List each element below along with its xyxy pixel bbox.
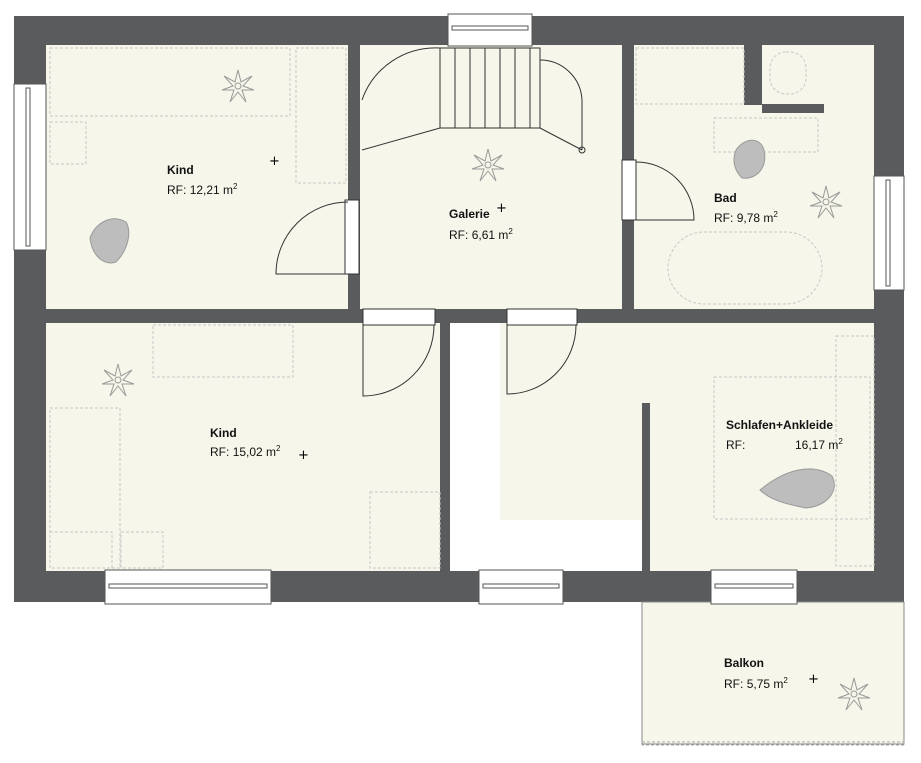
area-value: 15,02 m: [233, 445, 276, 459]
area-value: 16,17 m: [795, 438, 838, 452]
room-label-balkon: Balkon RF: 5,75 m2 +: [724, 656, 819, 691]
bad-partition-2: [762, 104, 824, 113]
balcony-floor: [641, 601, 905, 745]
room-area: RF: 12,21 m2: [167, 182, 238, 197]
room-area: 16,17 m2: [795, 437, 843, 452]
area-unit-sup: 2: [508, 227, 513, 236]
area-prefix: RF:: [167, 183, 186, 197]
area-prefix: RF:: [210, 445, 229, 459]
room-name: Galerie: [449, 207, 490, 221]
area-prefix: RF:: [724, 677, 743, 691]
area-unit-sup: 2: [838, 437, 843, 446]
doors: [275, 159, 695, 397]
room-area: RF:: [726, 438, 745, 452]
room-label-bad: Bad RF: 9,78 m2: [714, 191, 778, 225]
room-area: RF: 5,75 m2: [724, 676, 788, 691]
area-value: 12,21 m: [190, 183, 233, 197]
staircase: [361, 47, 586, 154]
room-label-galerie: Galerie + RF: 6,61 m2: [449, 201, 513, 242]
room-area: RF: 6,61 m2: [449, 227, 513, 242]
area-prefix: RF:: [449, 228, 468, 242]
balcony-rail: [641, 741, 905, 746]
room-label-kind-2: Kind RF: 15,02 m2 +: [210, 426, 309, 463]
center-marker: +: [269, 154, 280, 169]
hall-strip: [450, 323, 500, 571]
room-name: Kind: [210, 426, 237, 440]
area-value: 9,78 m: [737, 211, 774, 225]
room-area: RF: 15,02 m2: [210, 444, 281, 459]
center-marker: +: [496, 201, 507, 216]
windows: [13, 13, 905, 605]
room-name: Balkon: [724, 656, 764, 670]
room-label-schlafen: Schlafen+Ankleide RF: 16,17 m2: [726, 418, 843, 452]
area-prefix: RF:: [726, 438, 745, 452]
area-value: 5,75 m: [747, 677, 784, 691]
area-unit-sup: 2: [233, 182, 238, 191]
bad-partition: [744, 45, 762, 105]
hall-wall-stub: [642, 403, 650, 571]
area-unit-sup: 2: [783, 676, 788, 685]
room-label-kind-1: Kind RF: 12,21 m2 +: [167, 154, 280, 197]
hall-strip-2: [500, 520, 642, 571]
room-area: RF: 9,78 m2: [714, 210, 778, 225]
area-value: 6,61 m: [472, 228, 509, 242]
area-unit-sup: 2: [773, 210, 778, 219]
room-name: Bad: [714, 191, 737, 205]
center-marker: +: [298, 448, 309, 463]
room-name: Kind: [167, 163, 194, 177]
area-prefix: RF:: [714, 211, 733, 225]
figure-icons: [89, 139, 835, 509]
room-name: Schlafen+Ankleide: [726, 418, 833, 432]
area-unit-sup: 2: [276, 444, 281, 453]
center-marker: +: [808, 672, 819, 687]
furniture: [49, 47, 875, 569]
